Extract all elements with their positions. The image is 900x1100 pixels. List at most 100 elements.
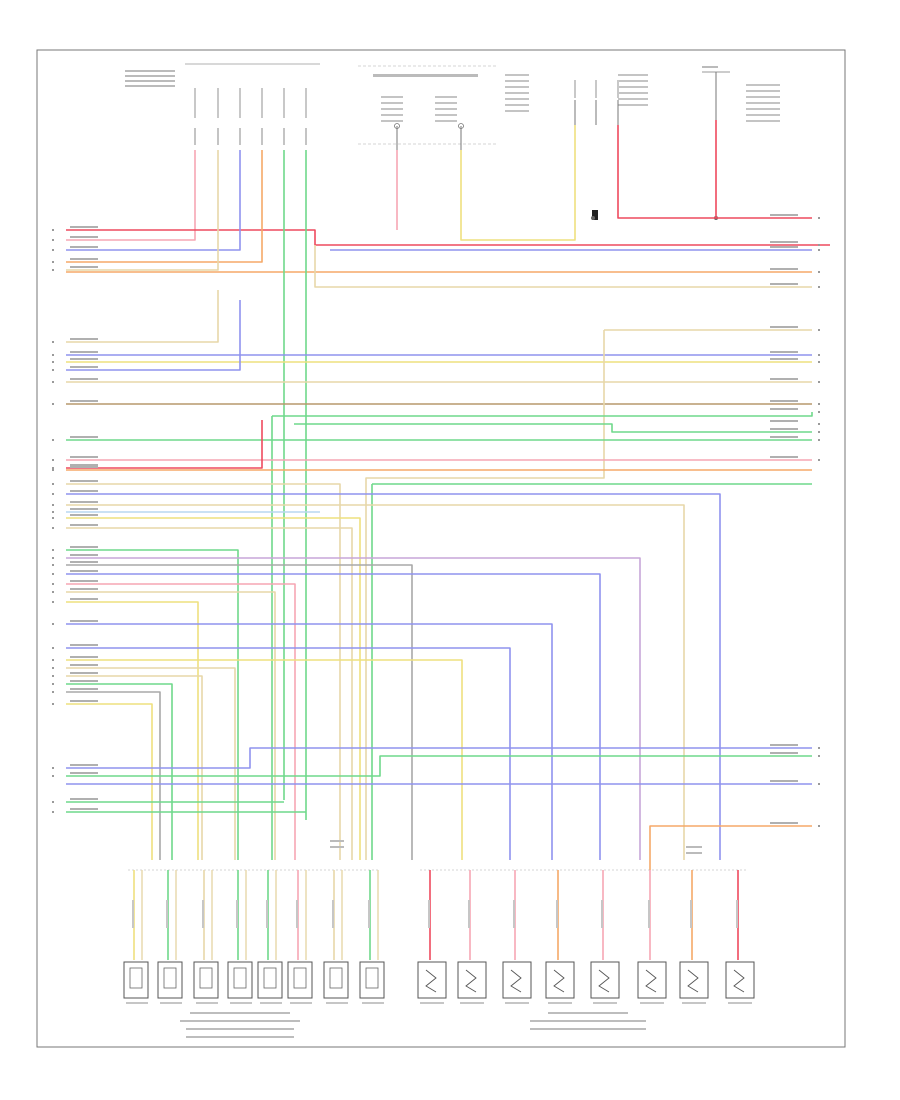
ign-text-3	[746, 102, 780, 104]
top-connectors-header	[125, 63, 780, 220]
wire-tan-21	[365, 330, 605, 860]
ign-title	[702, 66, 718, 68]
coil-wire-text-5	[601, 900, 603, 928]
pin-mark-35	[52, 703, 54, 705]
relay-text-b-2	[618, 86, 648, 88]
wire-green-53	[66, 755, 812, 777]
wire-label-57	[770, 780, 798, 782]
wire-label-22	[70, 554, 98, 556]
wire-blue-40	[66, 573, 601, 860]
pin-mark-11	[52, 439, 54, 441]
ignition-coil-label-8	[728, 1002, 752, 1004]
wire-blue-52	[66, 747, 812, 769]
pin-mark-2	[52, 249, 54, 251]
wire-label-4	[70, 266, 98, 268]
wire-label-37	[70, 772, 98, 774]
pin-mark-33	[52, 683, 54, 685]
coil-wire-text-4	[556, 900, 558, 928]
pcm-header-text-1	[125, 75, 175, 77]
wire-label-50	[770, 408, 798, 410]
wire-label-49	[770, 400, 798, 402]
pin-mark-25	[52, 583, 54, 585]
pin-mark-10	[52, 403, 54, 405]
pin-mark-5	[52, 341, 54, 343]
wire-label-32	[70, 672, 98, 674]
fuel-injector-symbol-2	[163, 967, 177, 989]
wire-label-6	[70, 351, 98, 353]
wire-red-1	[66, 229, 830, 246]
wire-tan-7	[314, 245, 812, 288]
relay-text-b-4	[618, 98, 648, 100]
wire-label-48	[770, 378, 798, 380]
pin-mark-42	[818, 249, 820, 251]
ignition-coil-symbol-5	[598, 969, 610, 993]
wire-blue-32	[66, 493, 721, 860]
wire-label-39	[70, 808, 98, 810]
wire-label-15	[70, 480, 98, 482]
relay-text-a-1	[505, 80, 529, 82]
wire-label-26	[70, 588, 98, 590]
pin-mark-39	[52, 811, 54, 813]
wire-label-42	[770, 246, 798, 248]
wire-yellow-11	[460, 125, 576, 241]
pin-mark-58	[818, 825, 820, 827]
wire-label-51	[770, 420, 798, 422]
ignition-coils-group	[417, 846, 755, 1004]
injector-wire-text-4	[236, 900, 238, 928]
pin-mark-24	[52, 573, 54, 575]
pin-mark-51	[818, 423, 820, 425]
fuse-text-0-4	[381, 120, 403, 122]
wire-label-21	[70, 546, 98, 548]
relay-text-b-5	[618, 104, 648, 106]
pin-mark-0	[52, 229, 54, 231]
injector-wire-text-5	[266, 900, 268, 928]
ign-text-6	[746, 120, 780, 122]
pin-mark-21	[52, 549, 54, 551]
fuel-injector-label-7	[326, 1002, 348, 1004]
wire-label-8	[70, 366, 98, 368]
pin-mark-40	[818, 217, 820, 219]
pin-mark-31	[52, 667, 54, 669]
relay-vtext-2	[617, 80, 619, 98]
coil-splice-text-a	[686, 846, 702, 848]
relay-vtext-1	[595, 80, 597, 98]
wire-label-31	[70, 664, 98, 666]
injector-wire-text-6	[296, 900, 298, 928]
wire-yellow-46	[66, 659, 463, 860]
pin-mark-54	[818, 459, 820, 461]
wire-label-52	[770, 428, 798, 430]
ign-text-5	[746, 114, 780, 116]
wire-label-28	[70, 620, 98, 622]
wire-tan-33	[66, 504, 685, 860]
pin-mark-55	[818, 747, 820, 749]
fuel-injector-label-5	[260, 1002, 282, 1004]
wire-label-0	[70, 226, 98, 228]
pin-mark-30	[52, 659, 54, 661]
ignition-coil-symbol-8	[733, 969, 745, 993]
ignition-coil-8	[725, 961, 755, 999]
wire-label-9	[70, 378, 98, 380]
wire-yellow-35	[66, 517, 361, 860]
pin-mark-46	[818, 354, 820, 356]
wire-blue-2	[66, 150, 241, 251]
pin-mark-49	[818, 403, 820, 405]
top-stub-text-5	[305, 88, 307, 118]
wire-label-13	[70, 464, 98, 466]
injector-wire-text-7	[332, 900, 334, 928]
ign-text-1	[746, 90, 780, 92]
wire-label-19	[70, 514, 98, 516]
wire-labels	[70, 214, 798, 824]
wire-pink-41	[66, 583, 296, 860]
fuel-injector-6	[287, 961, 313, 999]
fuel-injector-2	[157, 961, 183, 999]
wire-green-24	[294, 423, 812, 433]
wire-label-54	[770, 456, 798, 458]
wire-label-5	[70, 338, 98, 340]
wire-label-41	[770, 241, 798, 243]
top-stub-text-3	[261, 88, 263, 118]
fuel-injector-label-4	[230, 1002, 252, 1004]
relay-text-a-3	[505, 92, 529, 94]
wire-label-58	[770, 822, 798, 824]
ign-text-4	[746, 108, 780, 110]
